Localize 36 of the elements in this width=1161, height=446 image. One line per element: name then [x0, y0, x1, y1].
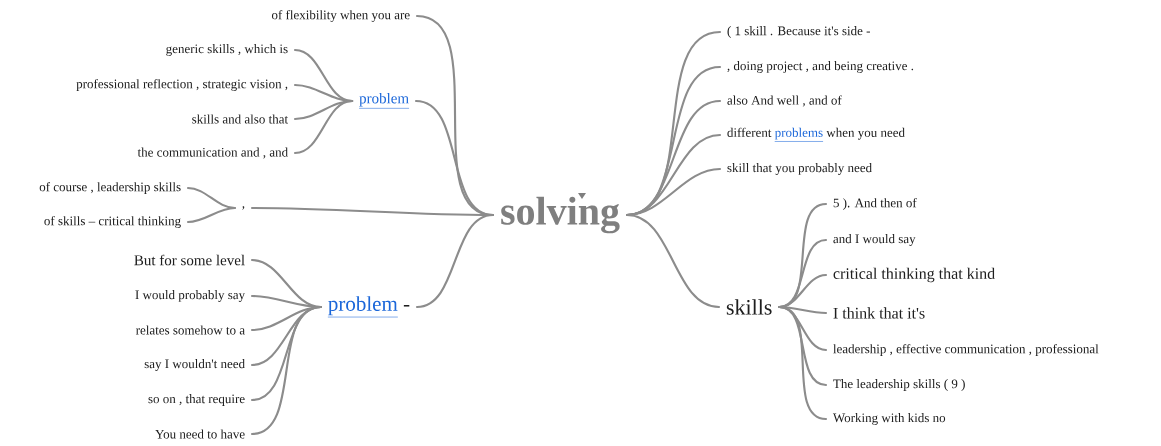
phrase-text: The leadership skills ( 9 ) — [833, 379, 965, 391]
phrase-text: 5 ). And then of — [833, 198, 917, 210]
branch-line — [625, 213, 721, 309]
phrase-text: , — [242, 206, 245, 210]
phrase-text: professional reflection , strategic vision , — [76, 79, 288, 91]
phrase-text: of skills – critical thinking — [44, 216, 181, 228]
phrase-text: generic skills , which is — [166, 44, 288, 56]
phrase-text: , doing project , and being creative . — [727, 61, 914, 73]
phrase-text: ( 1 skill . Because it's side - — [727, 26, 870, 38]
phrase-text: also And well , and of — [727, 95, 842, 107]
phrase-text: leadership , effective communication , professional — [833, 344, 1099, 356]
phrase-text: But for some level — [134, 254, 245, 266]
phrase-text: different problems when you need — [727, 127, 905, 142]
phrase-text: Working with kids no — [832, 413, 946, 425]
branch-line — [250, 305, 322, 436]
branch-line — [415, 213, 495, 309]
branch-word: skills — [726, 299, 772, 315]
phrase-text: relates somehow to a — [135, 325, 245, 335]
link-word: problem - — [327, 296, 410, 318]
phrase-text: You need to have — [155, 429, 245, 439]
phrase-text: skill that you probably need — [727, 163, 872, 175]
branch-line — [778, 305, 828, 421]
phrase-text: of course , leadership skills — [39, 182, 181, 194]
branch-line — [293, 99, 354, 155]
phrase-text: skills and also that — [192, 114, 288, 124]
phrase-text: the communication and , and — [137, 147, 288, 159]
phrase-text: I think that it's — [833, 307, 925, 319]
phrase-text: of flexibility when you are — [271, 10, 410, 22]
phrase-text: and I would say — [833, 234, 916, 246]
phrase-text: so on , that require — [148, 394, 245, 406]
phrase-text: say I wouldn't need — [144, 359, 245, 371]
root-word: solving — [501, 196, 620, 234]
phrase-text: I would probably say — [135, 290, 246, 302]
phrase-text: critical thinking that kind — [833, 267, 995, 283]
branch-line — [186, 206, 236, 224]
link-word: problem — [358, 92, 410, 109]
